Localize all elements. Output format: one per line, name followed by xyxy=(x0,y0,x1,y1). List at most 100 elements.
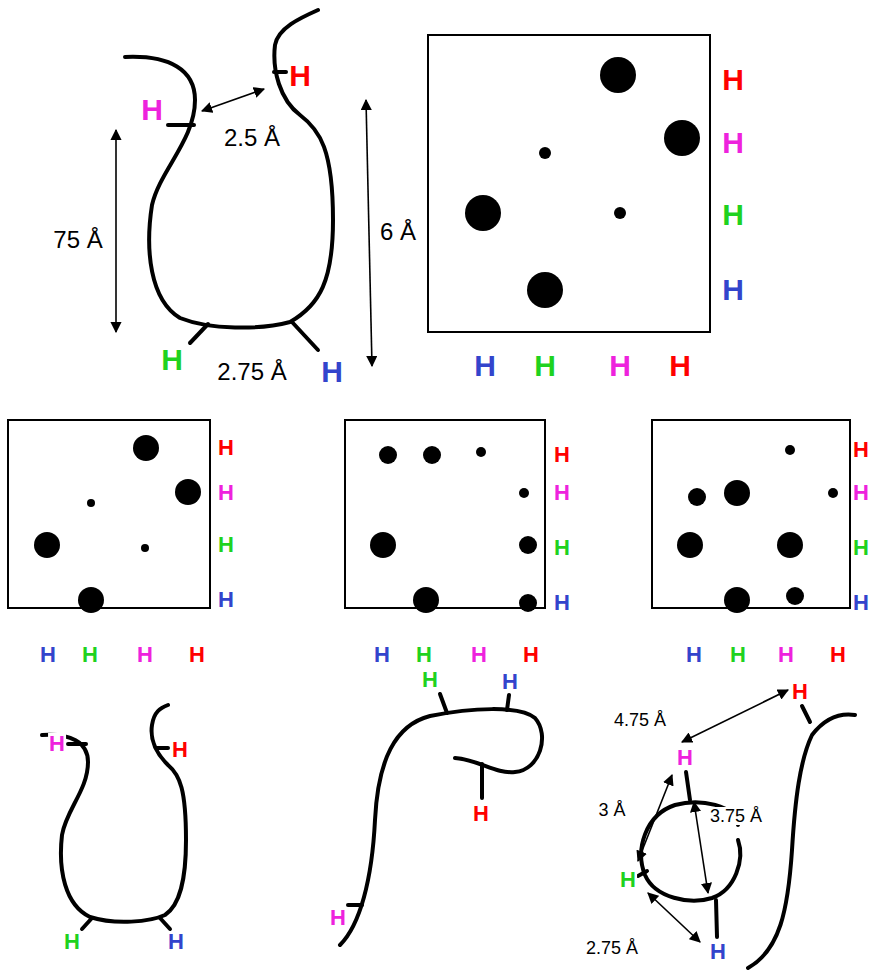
proton-label: H xyxy=(852,537,870,559)
cross-peak xyxy=(677,532,703,558)
proton-label: H xyxy=(217,589,235,611)
proton-label: H xyxy=(167,931,185,953)
distance-label: 3.75 Å xyxy=(709,807,763,825)
distance-label: 6 Å xyxy=(379,220,417,244)
proton-label: H xyxy=(329,907,347,929)
proton-label: H xyxy=(852,482,870,504)
molecule-chain xyxy=(340,709,542,945)
cross-peak xyxy=(370,532,396,558)
proton-label: H xyxy=(188,644,206,666)
proton-label: H xyxy=(685,644,703,666)
proton-label: H xyxy=(709,941,727,963)
proton-label: H xyxy=(721,200,745,230)
proton-label: H xyxy=(473,351,497,381)
bond xyxy=(480,764,484,798)
proton-label: H xyxy=(852,439,870,461)
proton-label: H xyxy=(553,537,571,559)
distance-label: 4.75 Å xyxy=(613,711,667,729)
cross-peak xyxy=(78,587,104,613)
cross-peak xyxy=(539,147,551,159)
proton-label: H xyxy=(217,534,235,556)
proton-label: H xyxy=(288,61,312,91)
proton-label: H xyxy=(676,747,694,769)
distance-arrow xyxy=(694,802,708,893)
proton-label: H xyxy=(553,592,571,614)
cross-peak xyxy=(688,488,706,506)
proton-label: H xyxy=(415,644,433,666)
proton-label: H xyxy=(791,681,809,703)
cross-peak xyxy=(724,480,750,506)
proton-label: H xyxy=(852,592,870,614)
proton-label: H xyxy=(136,644,154,666)
molecule-chain xyxy=(42,705,186,922)
bond xyxy=(68,742,86,746)
bond xyxy=(638,871,647,876)
cross-peak xyxy=(141,544,149,552)
cross-peak xyxy=(785,445,795,455)
proton-label: H xyxy=(608,351,632,381)
proton-label: H xyxy=(777,644,795,666)
proton-label: H xyxy=(39,644,57,666)
cross-peak xyxy=(519,488,529,498)
proton-label: H xyxy=(81,644,99,666)
bond xyxy=(802,706,810,722)
bond xyxy=(82,918,92,929)
proton-label: H xyxy=(160,345,184,375)
cross-peak xyxy=(519,536,537,554)
bond xyxy=(160,918,170,929)
proton-label: H xyxy=(533,351,557,381)
proton-label: H xyxy=(421,669,439,691)
cross-peak xyxy=(133,435,159,461)
proton-label: H xyxy=(217,482,235,504)
proton-label: H xyxy=(48,733,66,755)
distance-arrow xyxy=(648,893,700,942)
spectrum-frame xyxy=(652,420,850,608)
distance-arrow xyxy=(202,89,264,111)
proton-label: H xyxy=(217,437,235,459)
bond xyxy=(292,322,318,350)
cross-peak xyxy=(379,446,397,464)
bond xyxy=(274,70,286,74)
cross-peak xyxy=(786,587,804,605)
cross-peak xyxy=(413,587,439,613)
proton-label: H xyxy=(320,357,344,387)
distance-arrow xyxy=(638,775,672,861)
bond xyxy=(157,746,168,750)
proton-label: H xyxy=(501,671,519,693)
cross-peak xyxy=(527,272,563,308)
cross-peak xyxy=(465,195,501,231)
bond xyxy=(686,772,690,800)
proton-label: H xyxy=(553,482,571,504)
distance-label: 2.75 Å xyxy=(585,939,639,957)
spectrum-frame xyxy=(345,420,545,608)
distance-label: 2.75 Å xyxy=(216,360,287,384)
cross-peak xyxy=(519,594,537,612)
proton-label: H xyxy=(721,128,745,158)
cross-peak xyxy=(614,207,626,219)
cross-peak xyxy=(34,532,60,558)
cross-peak xyxy=(175,479,201,505)
proton-label: H xyxy=(829,644,847,666)
proton-label: H xyxy=(470,644,488,666)
proton-label: H xyxy=(472,803,490,825)
proton-label: H xyxy=(171,739,189,761)
bond xyxy=(168,123,194,127)
distance-arrow xyxy=(115,130,117,332)
bond xyxy=(716,900,717,937)
spectrum-frame xyxy=(8,420,210,608)
proton-label: H xyxy=(619,869,637,891)
molecule-chain xyxy=(125,10,333,328)
cross-peak xyxy=(600,57,636,93)
proton-label: H xyxy=(721,275,745,305)
proton-label: H xyxy=(721,65,745,95)
cross-peak xyxy=(777,532,803,558)
cross-peak xyxy=(87,499,95,507)
cross-peak xyxy=(423,446,441,464)
cross-peak xyxy=(724,587,750,613)
distance-arrow xyxy=(366,100,372,366)
spectrum-frame xyxy=(428,35,710,332)
proton-label: H xyxy=(522,644,540,666)
distance-label: 3 Å xyxy=(597,801,626,819)
proton-label: H xyxy=(140,95,164,125)
distance-label: 2.5 Å xyxy=(223,126,281,150)
